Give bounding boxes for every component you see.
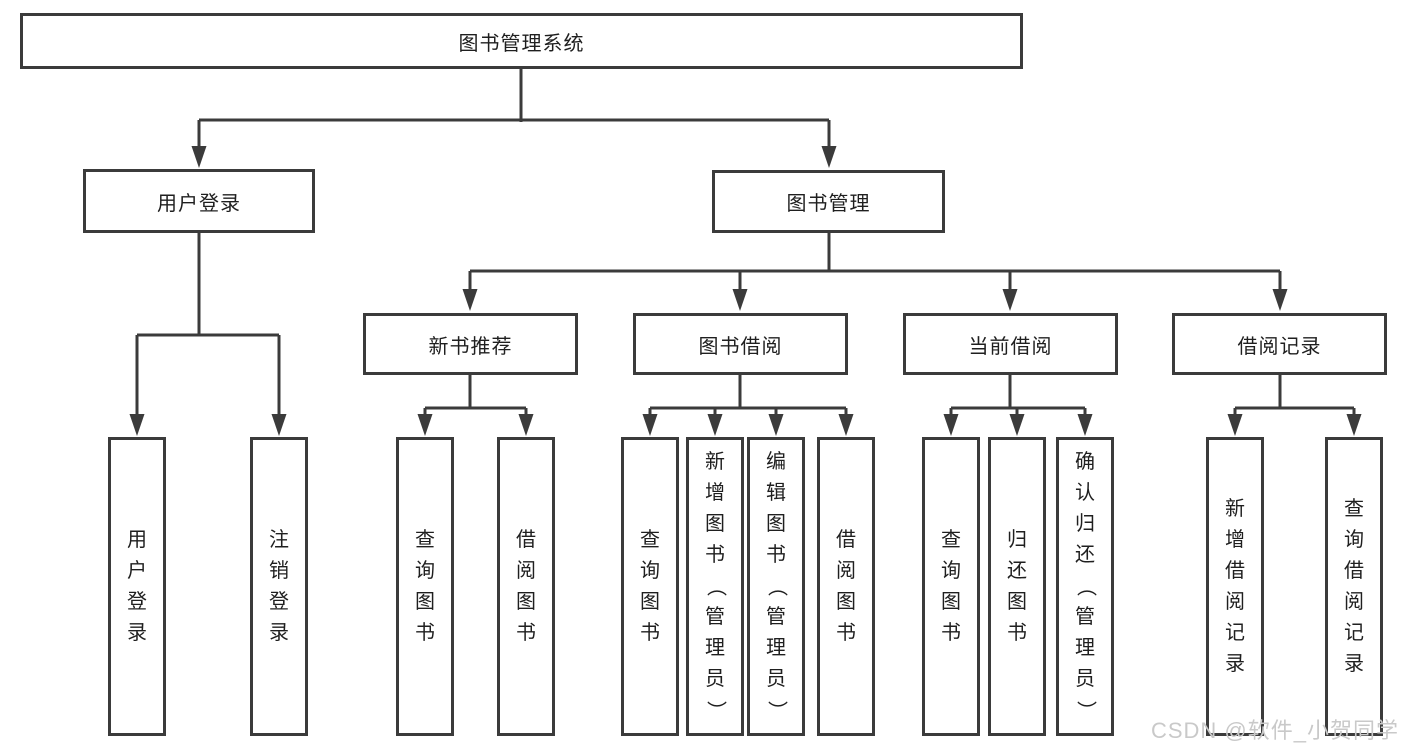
leaf-confirm-return-admin: 确认归还（管理员）	[1056, 437, 1114, 736]
leaf-logout: 注销登录	[250, 437, 308, 736]
node-root-system: 图书管理系统	[20, 13, 1023, 69]
csdn-watermark: CSDN @软件_小贺同学	[1150, 718, 1399, 743]
leaf-return-book: 归还图书	[988, 437, 1046, 736]
leaf-user-login: 用户登录	[108, 437, 166, 736]
node-borrowing-records: 借阅记录	[1172, 313, 1387, 375]
leaf-add-book-admin: 新增图书（管理员）	[686, 437, 744, 736]
node-user-login: 用户登录	[83, 169, 315, 233]
leaf-add-borrow-record: 新增借阅记录	[1206, 437, 1264, 736]
leaf-edit-book-admin: 编辑图书（管理员）	[747, 437, 805, 736]
node-new-book-recommendation: 新书推荐	[363, 313, 578, 375]
leaf-borrow-books: 借阅图书	[817, 437, 875, 736]
leaf-query-books: 查询图书	[922, 437, 980, 736]
node-book-management: 图书管理	[712, 170, 945, 233]
leaf-borrow-books: 借阅图书	[497, 437, 555, 736]
leaf-query-borrow-record: 查询借阅记录	[1325, 437, 1383, 736]
node-current-borrowing: 当前借阅	[903, 313, 1118, 375]
leaf-query-books: 查询图书	[396, 437, 454, 736]
leaf-query-books: 查询图书	[621, 437, 679, 736]
node-book-borrowing: 图书借阅	[633, 313, 848, 375]
